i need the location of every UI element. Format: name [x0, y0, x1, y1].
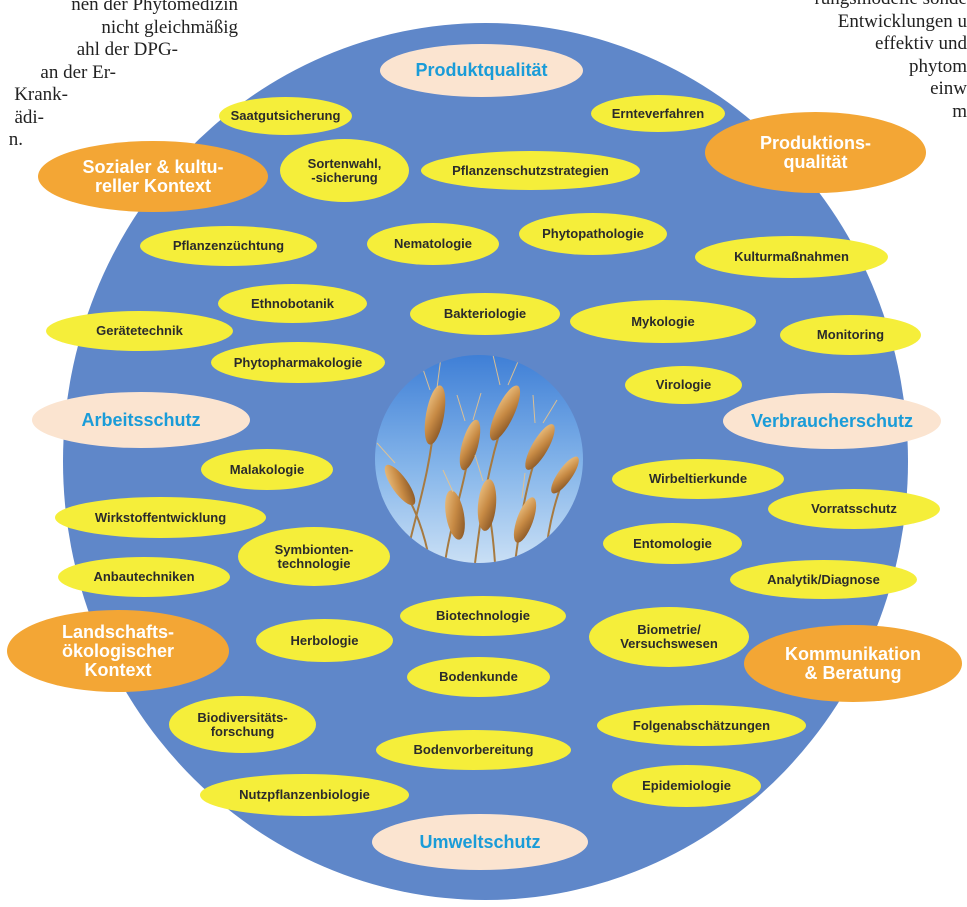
- discipline-kulturmassnahmen: Kulturmaßnahmen: [695, 236, 888, 278]
- body-text-line: nen der Phytomedizin: [71, 0, 238, 15]
- discipline-entomologie: Entomologie: [603, 523, 742, 564]
- discipline-geraetetechnik: Gerätetechnik: [46, 311, 233, 351]
- discipline-saatgutsicherung: Saatgutsicherung: [219, 97, 352, 135]
- body-text-line: phytom: [908, 55, 967, 77]
- oval-label: Kommunikation & Beratung: [784, 643, 921, 683]
- discipline-label: Symbionten- technologie: [274, 541, 354, 571]
- oval-kommunikation-beratung: Kommunikation & Beratung: [744, 625, 962, 702]
- oval-verbraucherschutz: Verbraucherschutz: [723, 393, 941, 449]
- discipline-label: Bakteriologie: [443, 306, 527, 321]
- discipline-label: Mykologie: [631, 313, 695, 329]
- discipline-label: Wirkstoffentwicklung: [94, 509, 227, 525]
- discipline-ethnobotanik: Ethnobotanik: [218, 284, 367, 323]
- discipline-label: Ethnobotanik: [250, 295, 335, 311]
- discipline-label: Nematologie: [393, 236, 472, 251]
- body-text-line: ädi-: [14, 106, 44, 128]
- discipline-label: Vorratsschutz: [811, 501, 897, 516]
- discipline-biodiversitaetsforschung: Biodiversitäts- forschung: [169, 696, 316, 753]
- discipline-label: Pflanzenschutzstrategien: [452, 162, 609, 178]
- oval-produktionsqualitaet: Produktions- qualität: [705, 112, 926, 193]
- discipline-biometrie-versuchswesen: Biometrie/ Versuchswesen: [589, 607, 749, 667]
- body-text-line: nicht gleichmäßig: [101, 16, 238, 38]
- body-text-line: effektiv und: [875, 33, 967, 54]
- oval-sozialer-kultureller-kontext: Sozialer & kultu- reller Kontext: [38, 141, 268, 212]
- discipline-label: Bodenvorbereitung: [413, 742, 534, 757]
- discipline-label: Sortenwahl, -sicherung: [307, 155, 382, 185]
- discipline-folgenabschaetzungen: Folgenabschätzungen: [597, 705, 806, 746]
- body-text-right: rungsmodelle sonde Entwicklungen u effek…: [700, 0, 967, 123]
- body-text-line: ahl der DPG-: [76, 39, 178, 60]
- oval-label: Sozialer & kultu- reller Kontext: [82, 156, 224, 196]
- body-text-line: Entwicklungen u: [837, 10, 967, 32]
- discipline-label: Bodenkunde: [439, 669, 518, 684]
- discipline-herbologie: Herbologie: [256, 619, 393, 662]
- discipline-epidemiologie: Epidemiologie: [612, 765, 761, 807]
- body-text-line: n.: [8, 129, 23, 150]
- discipline-bakteriologie: Bakteriologie: [410, 293, 560, 335]
- oval-produktqualitaet: Produktqualität: [380, 44, 583, 97]
- oval-label: Arbeitsschutz: [81, 409, 201, 430]
- discipline-biotechnologie: Biotechnologie: [400, 596, 566, 636]
- discipline-mykologie: Mykologie: [570, 300, 756, 343]
- oval-label: Umweltschutz: [419, 831, 541, 852]
- discipline-label: Biotechnologie: [436, 608, 530, 623]
- discipline-vorratsschutz: Vorratsschutz: [768, 489, 940, 529]
- body-text-left: nen der Phytomedizin nicht gleichmäßig a…: [0, 0, 238, 152]
- oval-label: Landschafts- ökologischer Kontext: [61, 621, 175, 680]
- discipline-label: Phytopharmakologie: [233, 354, 363, 370]
- discipline-label: Gerätetechnik: [96, 323, 183, 338]
- discipline-anbautechniken: Anbautechniken: [58, 557, 230, 597]
- discipline-label: Malakologie: [229, 461, 305, 477]
- oval-landschaftsoekologischer-kontext: Landschafts- ökologischer Kontext: [7, 610, 229, 692]
- discipline-label: Anbautechniken: [93, 569, 195, 584]
- discipline-label: Entomologie: [633, 535, 712, 551]
- discipline-symbionten-technologie: Symbionten- technologie: [238, 527, 390, 586]
- oval-label: Verbraucherschutz: [750, 410, 914, 431]
- discipline-label: Saatgutsicherung: [230, 108, 341, 123]
- discipline-label: Wirbeltierkunde: [648, 471, 748, 486]
- body-text-line: an der Er-: [40, 61, 116, 83]
- discipline-label: Biodiversitäts- forschung: [197, 709, 288, 739]
- body-text-line: Krank-: [14, 84, 68, 105]
- discipline-label: Monitoring: [816, 327, 885, 342]
- discipline-label: Virologie: [655, 377, 712, 392]
- discipline-wirbeltierkunde: Wirbeltierkunde: [612, 459, 784, 499]
- discipline-bodenvorbereitung: Bodenvorbereitung: [376, 730, 571, 770]
- discipline-phytopharmakologie: Phytopharmakologie: [211, 342, 385, 383]
- discipline-monitoring: Monitoring: [780, 315, 921, 355]
- discipline-nutzpflanzenbiologie: Nutzpflanzenbiologie: [200, 774, 409, 816]
- discipline-virologie: Virologie: [625, 366, 742, 404]
- body-text-line: einw: [930, 78, 967, 99]
- discipline-bodenkunde: Bodenkunde: [407, 657, 550, 697]
- oval-umweltschutz: Umweltschutz: [372, 814, 588, 870]
- discipline-label: Analytik/Diagnose: [767, 571, 880, 587]
- discipline-sortenwahl: Sortenwahl, -sicherung: [280, 139, 409, 202]
- discipline-label: Biometrie/ Versuchswesen: [620, 622, 718, 651]
- oval-arbeitsschutz: Arbeitsschutz: [32, 392, 250, 448]
- discipline-malakologie: Malakologie: [201, 449, 333, 490]
- discipline-pflanzenzuechtung: Pflanzenzüchtung: [140, 226, 317, 266]
- body-text-line: rungsmodelle sonde: [700, 0, 967, 11]
- discipline-label: Ernteverfahren: [611, 105, 705, 121]
- oval-label: Produktqualität: [415, 60, 548, 80]
- discipline-ernteverfahren: Ernteverfahren: [591, 95, 725, 132]
- discipline-label: Phytopathologie: [542, 226, 644, 241]
- discipline-label: Epidemiologie: [642, 778, 731, 793]
- discipline-wirkstoffentwicklung: Wirkstoffentwicklung: [55, 497, 266, 538]
- oval-label: Produktions- qualität: [760, 132, 871, 172]
- discipline-label: Pflanzenzüchtung: [172, 238, 285, 253]
- discipline-analytik-diagnose: Analytik/Diagnose: [730, 560, 917, 599]
- discipline-label: Nutzpflanzenbiologie: [239, 787, 370, 802]
- wheat-ears-photo: [375, 355, 583, 563]
- discipline-label: Kulturmaßnahmen: [734, 249, 849, 264]
- discipline-pflanzenschutzstrategien: Pflanzenschutzstrategien: [421, 151, 640, 190]
- discipline-nematologie: Nematologie: [367, 223, 499, 265]
- body-text-line: m: [952, 100, 967, 122]
- discipline-label: Folgenabschätzungen: [632, 717, 771, 733]
- discipline-label: Herbologie: [290, 632, 359, 648]
- discipline-phytopathologie: Phytopathologie: [519, 213, 667, 255]
